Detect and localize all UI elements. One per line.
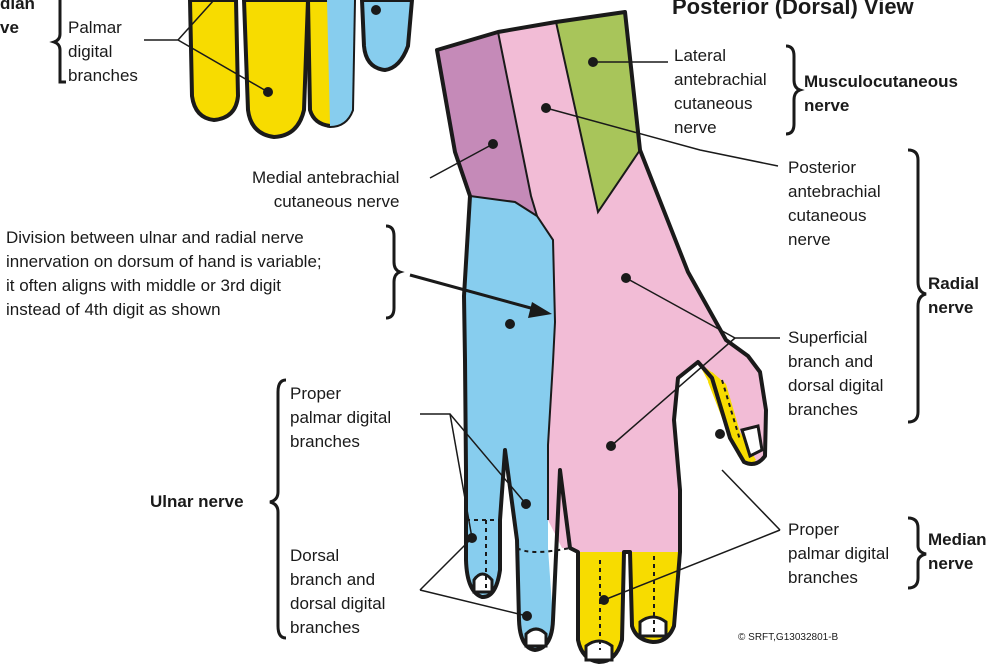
inset-brace (54, 0, 66, 82)
inset-finger-split-blue (327, 0, 354, 126)
proper-median-line-1: Proper (788, 518, 889, 542)
brace-division (386, 226, 400, 318)
dorsal-line-4: branches (290, 616, 385, 640)
dorsal-line-1: Dorsal (290, 544, 385, 568)
label-musculocutaneous-nerve: Musculocutaneous nerve (804, 70, 958, 118)
posterior-line-4: nerve (788, 228, 881, 252)
proper-ulnar-line-2: palmar digital (290, 406, 391, 430)
label-dorsal-branch: Dorsal branch and dorsal digital branche… (290, 544, 385, 640)
dorsal-line-3: dorsal digital (290, 592, 385, 616)
brace-median (908, 518, 926, 588)
label-lateral-antebrachial: Lateral antebrachial cutaneous nerve (674, 44, 767, 140)
dot-thumb (715, 429, 725, 439)
superficial-line-4: branches (788, 398, 883, 422)
superficial-line-3: dorsal digital (788, 374, 883, 398)
posterior-line-2: antebrachial (788, 180, 881, 204)
musculocutaneous-line-2: nerve (804, 94, 958, 118)
dot-dorsal-ulnar (505, 319, 515, 329)
brace-radial (908, 150, 926, 422)
label-posterior-antebrachial: Posterior antebrachial cutaneous nerve (788, 156, 881, 252)
posterior-line-3: cutaneous (788, 204, 881, 228)
division-line-1: Division between ulnar and radial nerve (6, 226, 322, 250)
superficial-line-2: branch and (788, 350, 883, 374)
inset-palmar-line-1: Palmar (68, 16, 138, 40)
inset-dot-2 (371, 5, 381, 15)
lateral-line-4: nerve (674, 116, 767, 140)
inset-nerve-fragment: dian ve (0, 0, 35, 40)
label-superficial-branch: Superficial branch and dorsal digital br… (788, 326, 883, 422)
proper-median-line-2: palmar digital (788, 542, 889, 566)
label-division-note: Division between ulnar and radial nerve … (6, 226, 322, 322)
division-line-3: it often aligns with middle or 3rd digit (6, 274, 322, 298)
proper-ulnar-line-1: Proper (290, 382, 391, 406)
nail-ring (526, 629, 546, 646)
brace-ulnar (270, 380, 286, 638)
proper-ulnar-line-3: branches (290, 430, 391, 454)
label-proper-palmar-median: Proper palmar digital branches (788, 518, 889, 590)
label-inset-palmar-digital: Palmar digital branches (68, 16, 138, 88)
brace-musculocutaneous (786, 46, 800, 134)
lateral-line-3: cutaneous (674, 92, 767, 116)
inset-nerve-fragment-line-2: ve (0, 16, 35, 40)
inset-finger-yellow-middle (244, 0, 308, 137)
nail-index (640, 617, 666, 636)
credit: © SRFT,G13032801-B (738, 632, 839, 643)
musculocutaneous-line-1: Musculocutaneous (804, 70, 958, 94)
label-median-nerve: Median nerve (928, 528, 987, 576)
nail-little (474, 574, 492, 592)
superficial-line-1: Superficial (788, 326, 883, 350)
median-line-1: Median (928, 528, 987, 552)
dorsal-line-2: branch and (290, 568, 385, 592)
inset-palmar-line-3: branches (68, 64, 138, 88)
medial-line-1: Medial antebrachial (252, 166, 399, 190)
median-line-2: nerve (928, 552, 987, 576)
division-line-2: innervation on dorsum of hand is variabl… (6, 250, 322, 274)
label-proper-palmar-ulnar: Proper palmar digital branches (290, 382, 391, 454)
view-title: Posterior (Dorsal) View (672, 0, 914, 20)
lateral-line-2: antebrachial (674, 68, 767, 92)
proper-median-line-3: branches (788, 566, 889, 590)
division-line-4: instead of 4th digit as shown (6, 298, 322, 322)
radial-line-2: nerve (928, 296, 979, 320)
inset-palmar-line-2: digital (68, 40, 138, 64)
inset-finger-blue-right (362, 0, 412, 70)
medial-line-2: cutaneous nerve (252, 190, 399, 214)
label-medial-antebrachial: Medial antebrachial cutaneous nerve (252, 166, 399, 214)
lateral-line-1: Lateral (674, 44, 767, 68)
label-ulnar-nerve: Ulnar nerve (150, 490, 244, 514)
label-radial-nerve: Radial nerve (928, 272, 979, 320)
posterior-line-1: Posterior (788, 156, 881, 180)
inset-nerve-fragment-line-1: dian (0, 0, 35, 16)
radial-line-1: Radial (928, 272, 979, 296)
